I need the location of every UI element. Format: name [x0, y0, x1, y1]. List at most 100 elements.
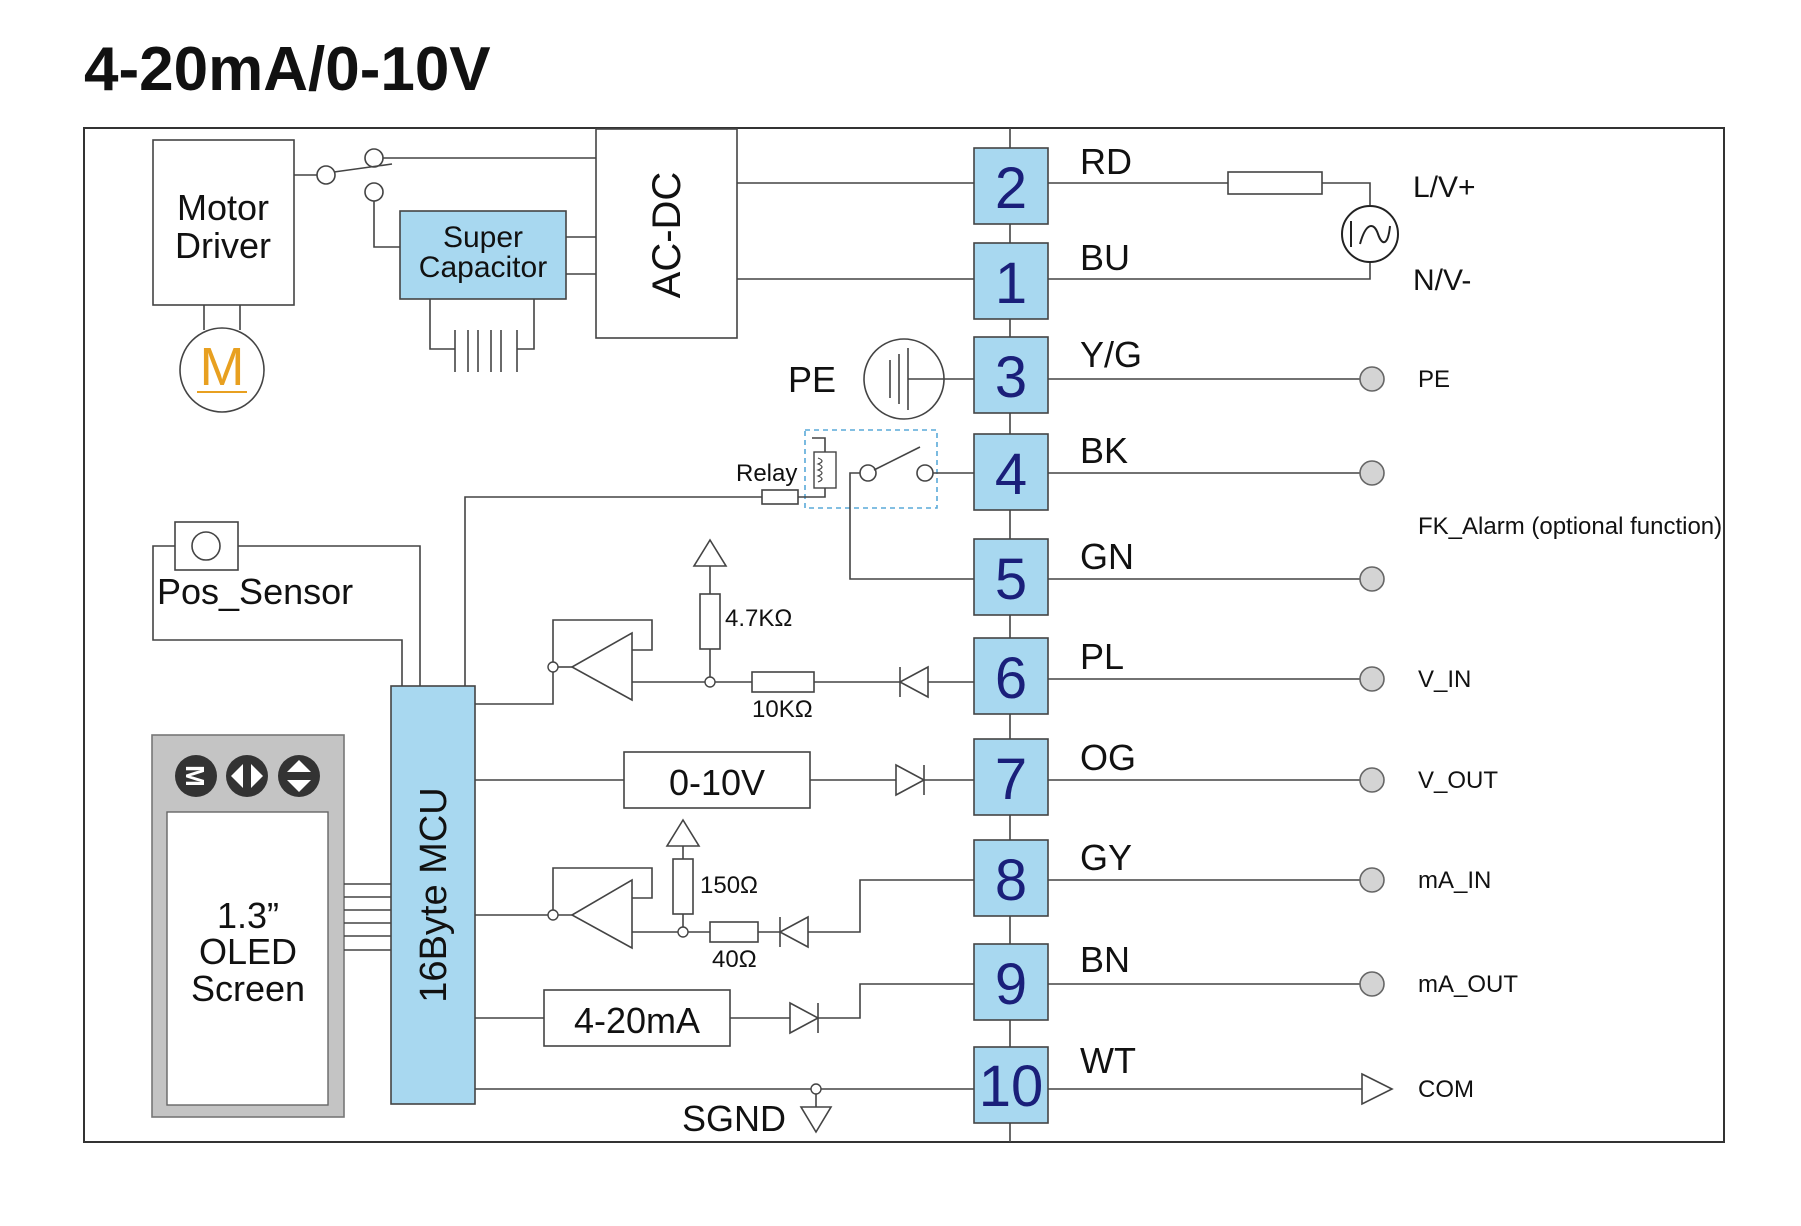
vcc-arrow-icon — [692, 538, 728, 567]
oled-label-2: OLED — [199, 931, 297, 972]
oled-panel: M 1.3” OLED Screen — [151, 734, 345, 1118]
terminal-6-number: 6 — [995, 646, 1027, 711]
signal-label-lv: L/V+ — [1413, 171, 1476, 204]
terminal-7 — [973, 738, 1049, 816]
pos-sensor-block: Pos_Sensor — [157, 521, 353, 612]
ma-output-label: 4-20mA — [574, 1000, 700, 1041]
mcu-label: 16Byte MCU — [413, 787, 455, 1002]
switch-contact — [316, 165, 336, 185]
terminal-1 — [973, 242, 1049, 320]
signal-label-nv: N/V- — [1413, 264, 1471, 297]
left-right-button-icon — [226, 755, 268, 797]
oled-label-1: 1.3” — [217, 895, 279, 936]
signal-label-vin: V_IN — [1418, 666, 1471, 693]
wire-label-bn: BN — [1080, 939, 1130, 980]
motor-letter: M — [200, 337, 245, 397]
ac-dc-label: AC-DC — [645, 172, 689, 299]
diagram-frame — [83, 127, 1725, 1143]
wire-label-gy: GY — [1080, 837, 1132, 878]
ma-in-amplifier — [547, 867, 653, 950]
resistor-40 — [709, 921, 759, 943]
resistor-10k-label: 10KΩ — [752, 696, 813, 723]
capacitor-bank-icon — [429, 299, 535, 372]
terminal-5 — [973, 538, 1049, 616]
terminal-9-number: 9 — [995, 952, 1027, 1017]
ground-pe-icon — [863, 338, 974, 420]
page-title: 4-20mA/0-10V — [84, 35, 491, 104]
resistor-150 — [672, 858, 694, 915]
menu-button-icon — [175, 755, 217, 797]
motor-driver-label-1: Motor — [177, 187, 269, 228]
resistor-10k — [751, 671, 815, 693]
signal-label-vout: V_OUT — [1418, 767, 1498, 794]
wire-label-wt: WT — [1080, 1040, 1136, 1081]
motor-driver-block: Motor Driver — [152, 139, 295, 306]
terminal-10 — [973, 1046, 1049, 1124]
terminal-8-number: 8 — [995, 848, 1027, 913]
terminal-node-gn — [1359, 566, 1385, 592]
motor-driver-label-2: Driver — [175, 225, 271, 266]
alarm-label: FK_Alarm (optional function) — [1418, 513, 1722, 540]
terminal-3-number: 3 — [995, 345, 1027, 410]
terminal-node-pe — [1359, 366, 1385, 392]
terminal-7-number: 7 — [995, 747, 1027, 812]
relay-block — [804, 429, 974, 580]
terminal-6 — [973, 637, 1049, 715]
mcu-block: 16Byte MCU — [390, 685, 476, 1105]
signal-label-pe: PE — [1418, 366, 1450, 393]
relay-resistor — [761, 489, 799, 505]
wire-label-rd: RD — [1080, 141, 1132, 182]
signal-label-maout: mA_OUT — [1418, 971, 1518, 998]
resistor-4k7 — [699, 593, 721, 650]
resistor-150-label: 150Ω — [700, 872, 758, 899]
wire-label-gn: GN — [1080, 536, 1134, 577]
diode-icon — [778, 915, 809, 949]
ground-icon — [799, 1106, 833, 1134]
terminal-4-number: 4 — [995, 442, 1027, 507]
vcc-arrow-icon — [665, 818, 701, 847]
diode-icon — [895, 763, 926, 797]
diode-icon — [789, 1001, 820, 1035]
wire-label-og: OG — [1080, 737, 1136, 778]
sgnd-label: SGND — [682, 1098, 786, 1139]
wire-label-yg: Y/G — [1080, 334, 1142, 375]
terminal-2 — [973, 147, 1049, 225]
terminal-node-maout — [1359, 971, 1385, 997]
wire-label-bu: BU — [1080, 237, 1130, 278]
ac-dc-block: AC-DC — [595, 128, 738, 339]
terminal-3 — [973, 336, 1049, 414]
terminal-node-main — [1359, 867, 1385, 893]
terminal-5-number: 5 — [995, 547, 1027, 612]
terminal-node-bk — [1359, 460, 1385, 486]
ma-output-block — [543, 989, 731, 1047]
pos-sensor-label: Pos_Sensor — [157, 571, 353, 612]
wire-label-pl: PL — [1080, 636, 1124, 677]
oled-bus — [344, 883, 391, 951]
motor-icon: M — [179, 327, 265, 413]
relay-label: Relay — [736, 460, 797, 487]
v-in-amplifier — [547, 619, 653, 702]
ac-source-icon — [1341, 205, 1399, 263]
super-capacitor-block: Super Capacitor — [399, 210, 567, 300]
resistor-40-label: 40Ω — [712, 946, 757, 973]
fuse — [1227, 171, 1323, 195]
oled-label-3: Screen — [191, 968, 305, 1009]
svg-text:M: M — [180, 765, 210, 787]
super-capacitor-label-2: Capacitor — [419, 251, 547, 284]
super-capacitor-label-1: Super — [443, 221, 523, 254]
terminal-4 — [973, 433, 1049, 511]
signal-label-main: mA_IN — [1418, 867, 1491, 894]
up-down-button-icon — [278, 755, 320, 797]
diode-icon — [898, 665, 929, 699]
signal-label-com: COM — [1418, 1076, 1474, 1103]
terminal-10-number: 10 — [979, 1054, 1044, 1119]
resistor-4k7-label: 4.7KΩ — [725, 605, 792, 632]
terminal-1-number: 1 — [995, 251, 1027, 316]
terminal-2-number: 2 — [995, 156, 1027, 221]
com-arrow-icon — [1361, 1072, 1394, 1106]
terminal-node-vin — [1359, 666, 1385, 692]
terminal-9 — [973, 943, 1049, 1021]
terminal-block: 2 1 3 4 5 6 7 8 9 10 — [973, 147, 1049, 1124]
pe-symbol-label: PE — [788, 359, 836, 400]
